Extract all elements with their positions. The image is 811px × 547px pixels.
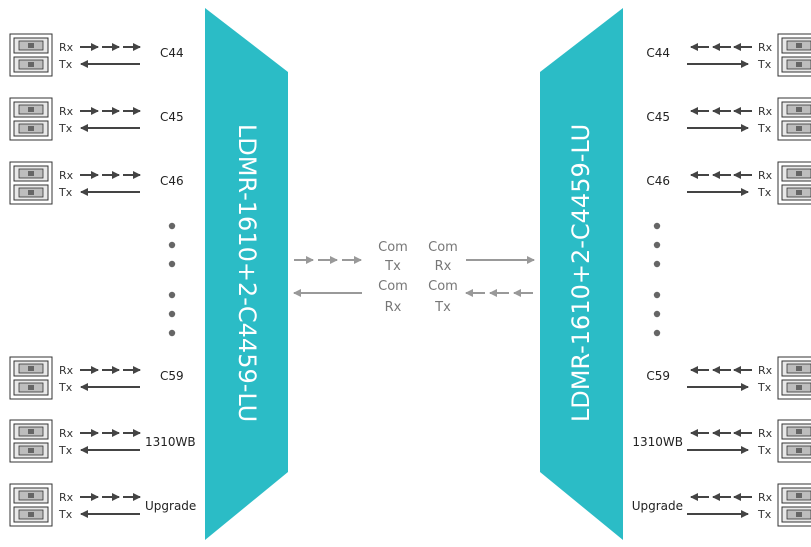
rx-label: Rx <box>758 105 773 118</box>
channel-label: C45 <box>160 110 184 124</box>
rx-label: Rx <box>758 169 773 182</box>
channel-label: C59 <box>160 369 184 383</box>
rx-label: Rx <box>59 169 74 182</box>
lc-connector-icon <box>777 483 811 527</box>
rx-label: Rx <box>758 364 773 377</box>
tx-label: Tx <box>757 444 772 457</box>
channel-label: C46 <box>160 174 184 188</box>
com-right-bottom-1: Com <box>428 279 458 294</box>
tx-label: Tx <box>58 381 73 394</box>
tx-label: Tx <box>58 444 73 457</box>
lc-connector-icon <box>9 483 53 527</box>
lc-connector-icon <box>9 33 53 77</box>
tx-label: Tx <box>58 58 73 71</box>
channel-label: C45 <box>646 110 670 124</box>
lc-connector-icon <box>9 161 53 205</box>
rx-label: Rx <box>59 364 74 377</box>
ellipsis-dots-right <box>653 222 661 337</box>
channel-label: Upgrade <box>145 499 196 513</box>
lc-connector-icon <box>9 97 53 141</box>
channel-label: 1310WB <box>145 435 196 449</box>
lc-connector-icon <box>777 356 811 400</box>
rx-label: Rx <box>758 427 773 440</box>
tx-label: Tx <box>757 381 772 394</box>
ellipsis-dots-left <box>168 222 176 337</box>
com-left-bottom-2: Rx <box>385 300 402 315</box>
right-mux-label: LDMR-1610+2-C4459-LU <box>567 124 595 422</box>
com-left-top-2: Tx <box>384 259 401 274</box>
tx-label: Tx <box>757 122 772 135</box>
lc-connector-icon <box>777 419 811 463</box>
com-right-top-2: Rx <box>435 259 452 274</box>
tx-label: Tx <box>757 58 772 71</box>
rx-label: Rx <box>758 41 773 54</box>
channel-label: C59 <box>646 369 670 383</box>
channel-label: Upgrade <box>632 499 683 513</box>
channel-label: C46 <box>646 174 670 188</box>
rx-label: Rx <box>59 41 74 54</box>
tx-label: Tx <box>58 122 73 135</box>
rx-label: Rx <box>758 491 773 504</box>
tx-label: Tx <box>58 186 73 199</box>
com-left-bottom-1: Com <box>378 279 408 294</box>
channel-label: 1310WB <box>632 435 683 449</box>
lc-connector-icon <box>9 356 53 400</box>
left-mux-label: LDMR-1610+2-C4459-LU <box>233 124 261 422</box>
com-left-top-1: Com <box>378 240 408 255</box>
rx-label: Rx <box>59 491 74 504</box>
lc-connector-icon <box>9 419 53 463</box>
lc-connector-icon <box>777 161 811 205</box>
channel-label: C44 <box>160 46 184 60</box>
lc-connector-icon <box>777 33 811 77</box>
lc-connector-icon <box>777 97 811 141</box>
com-right-top-1: Com <box>428 240 458 255</box>
com-right-bottom-2: Tx <box>434 300 451 315</box>
left-mux-body <box>205 8 288 540</box>
channel-label: C44 <box>646 46 670 60</box>
rx-label: Rx <box>59 105 74 118</box>
tx-label: Tx <box>757 508 772 521</box>
right-mux-body <box>540 8 623 540</box>
tx-label: Tx <box>757 186 772 199</box>
rx-label: Rx <box>59 427 74 440</box>
tx-label: Tx <box>58 508 73 521</box>
